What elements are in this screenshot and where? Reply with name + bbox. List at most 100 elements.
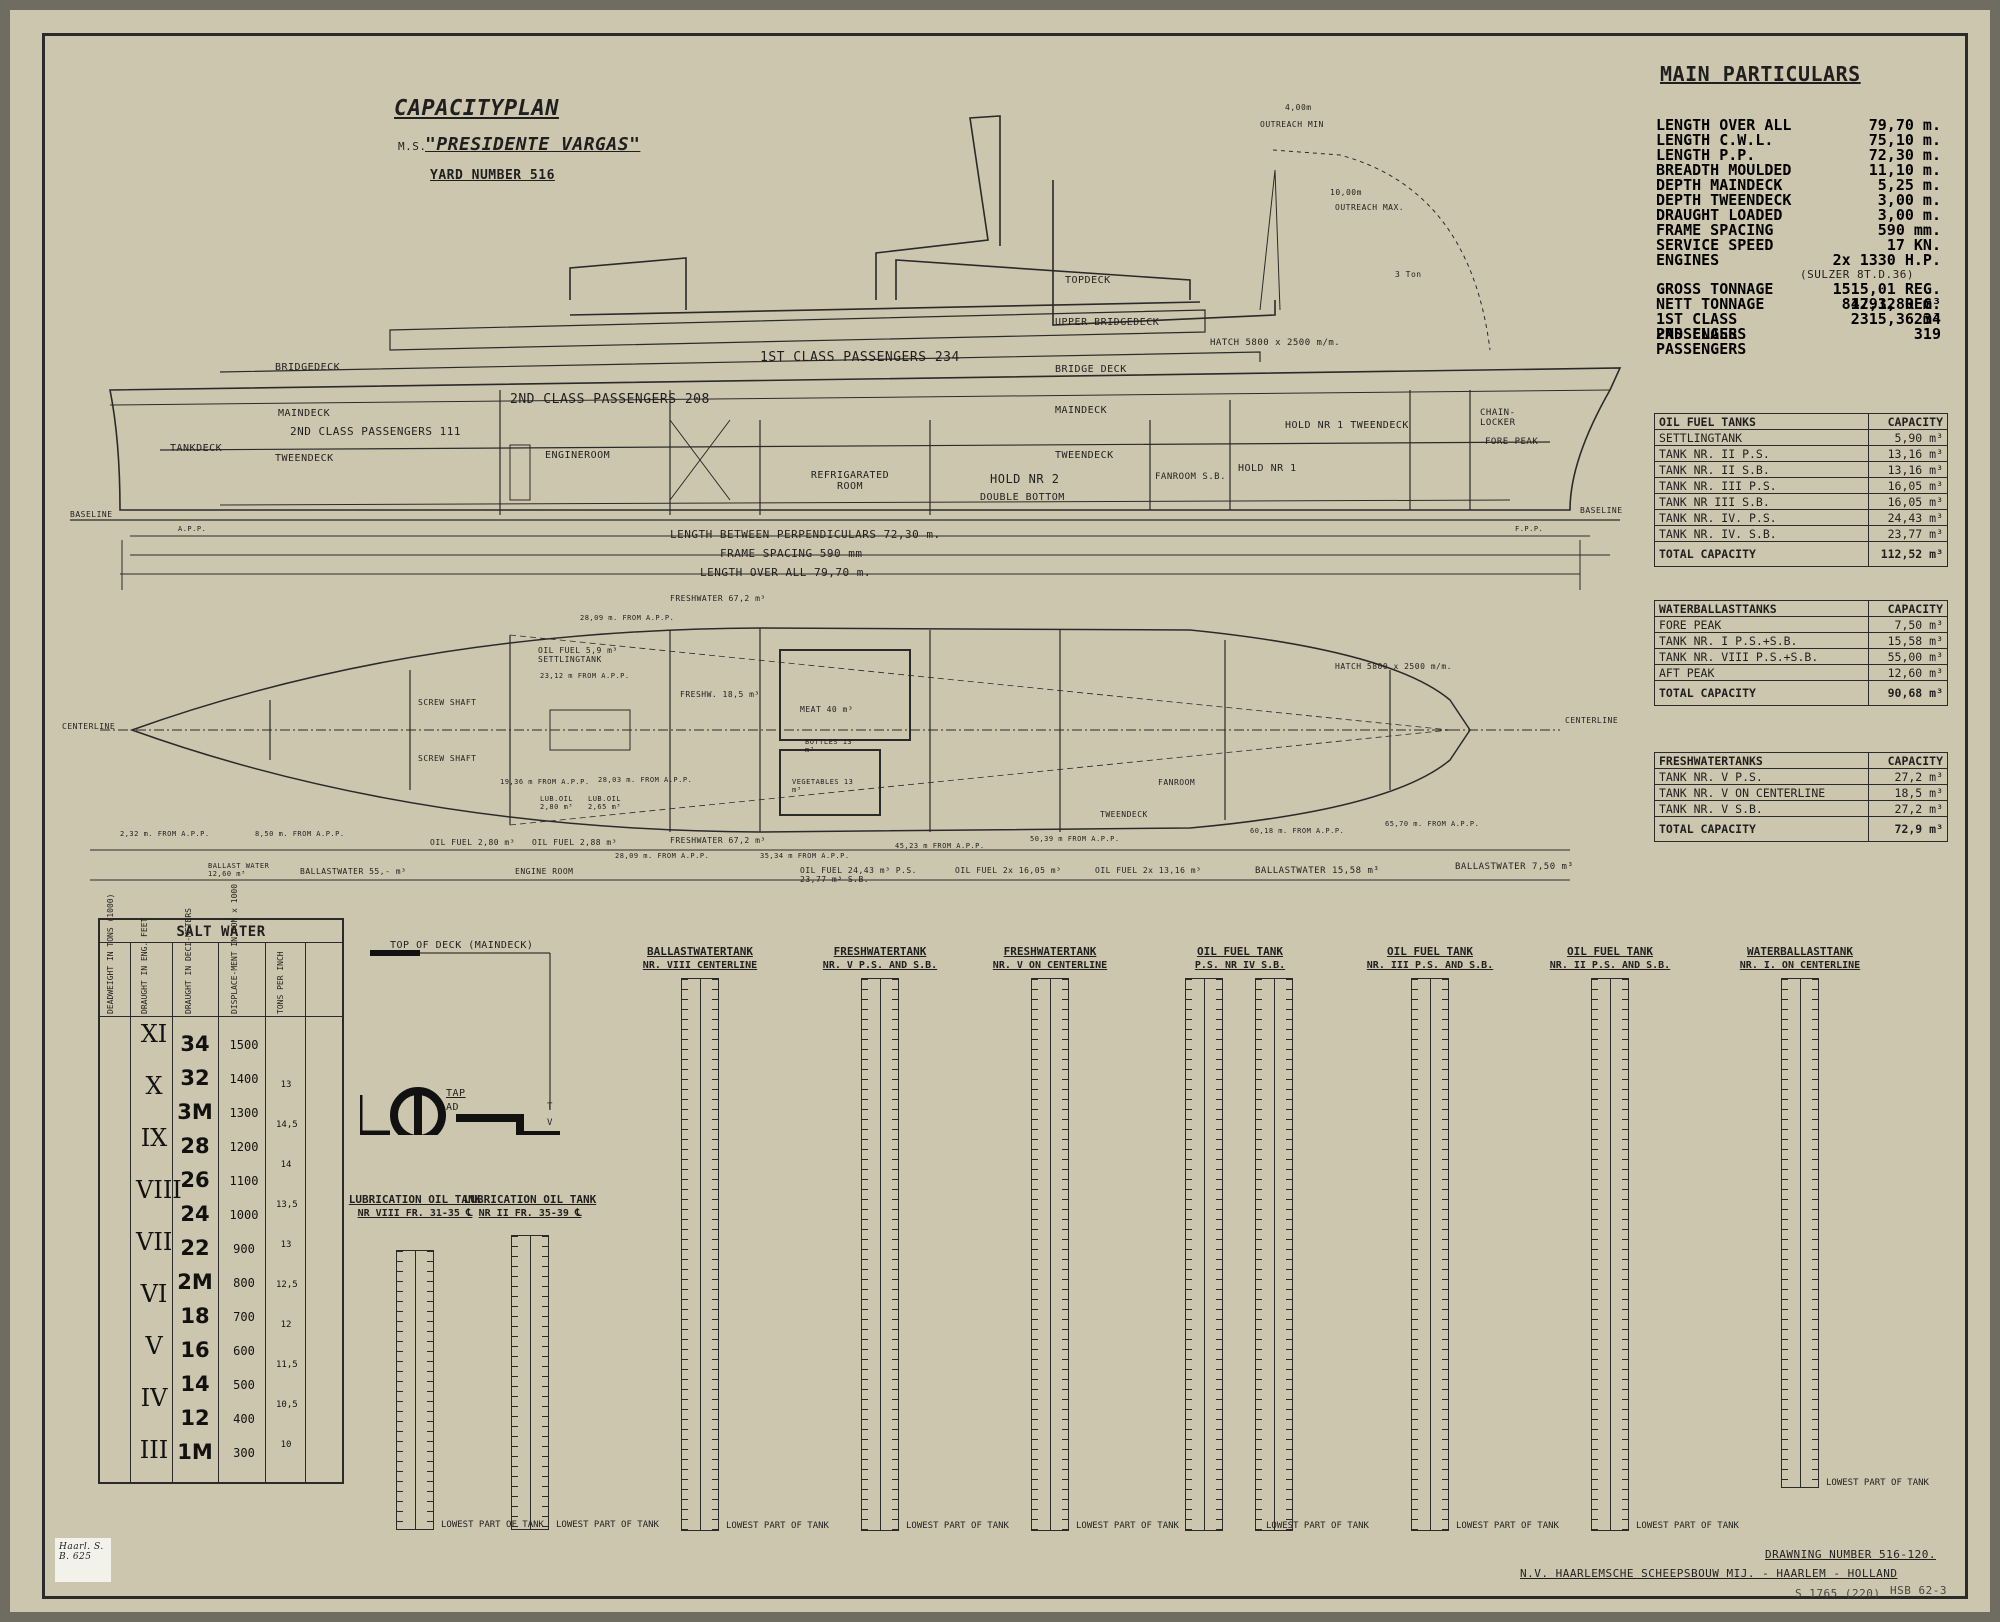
label-from-app-6: 8,50 m. FROM A.P.P. (255, 830, 345, 838)
label-outreach-min-value: 4,00m (1285, 103, 1312, 112)
gauge-column (1185, 978, 1223, 1531)
gauge-center-line (880, 979, 881, 1530)
label-tweendeck-plan: TWEENDECK (1100, 810, 1148, 819)
gauge-center-line (1050, 979, 1051, 1530)
sw-roman-feet: IV (140, 1384, 168, 1412)
main-particular-label: DRAUGHT LOADED (1656, 206, 1783, 224)
freshwater-total-label: TOTAL CAPACITY (1654, 816, 1869, 842)
main-particular-label: BREADTH MOULDED (1656, 161, 1792, 179)
oil-fuel-tank-capacity: 16,05 m³ (1868, 477, 1948, 494)
main-particular-label: DEPTH MAINDECK (1656, 176, 1783, 194)
sw-header-draught-feet: DRAUGHT IN ENG. FEET (140, 917, 149, 1014)
title-ship-name: "PRESIDENTE VARGAS" (425, 134, 641, 155)
gauge-center-line (1274, 979, 1275, 1530)
sw-draught-value: 2M (177, 1270, 213, 1294)
gauge-title: OIL FUEL TANK (1196, 945, 1284, 958)
gauge-column (511, 1235, 549, 1530)
gauge-lowest-part-label: LOWEST PART OF TANK (726, 1521, 829, 1531)
drawing-number: DRAWNING NUMBER 516-120. (1765, 1548, 1936, 1561)
waterballast-tank-capacity: 15,58 m³ (1868, 632, 1948, 649)
sw-tpi-value: 11,5 (276, 1360, 298, 1370)
sw-displacement-value: 600 (233, 1344, 255, 1358)
label-fpp: F.P.P. (1515, 525, 1544, 533)
freshwater-row: TANK NR. V S.B.27,2 m³ (1654, 800, 1948, 817)
gauge-lowest-part-label: LOWEST PART OF TANK (1076, 1521, 1179, 1531)
label-from-app-8: 35,34 m FROM A.P.P. (760, 852, 850, 860)
gauge-column (861, 978, 899, 1531)
sw-displacement-value: 300 (233, 1446, 255, 1460)
sw-draught-value: 18 (180, 1304, 210, 1328)
label-from-app-12: 65,70 m. FROM A.P.P. (1385, 820, 1480, 828)
label-ballastwater-1558: BALLASTWATER 15,58 m³ (1255, 866, 1380, 876)
label-tankdeck: TANKDECK (170, 443, 223, 454)
label-second-class-111: 2ND CLASS PASSENGERS 111 (290, 425, 461, 438)
main-particular-row: LENGTH P.P.72,30 m. (1656, 148, 1941, 163)
sw-roman-feet: VI (140, 1280, 168, 1308)
title-ship-prefix: M.S. (398, 140, 427, 153)
gauge-right-ticks (1442, 979, 1448, 1530)
main-particular-value: 79,70 m. (1868, 116, 1941, 134)
tonnage-particular-label: 1ST CLASS PASSENGERS (1656, 310, 1747, 343)
gauge-subtitle: NR. III P.S. AND S.B. (1366, 960, 1494, 971)
waterballast-header-name: WATERBALLASTTANKS (1654, 600, 1869, 617)
gauge-subtitle: NR VIII FR. 31-35 ℄ (357, 1208, 473, 1219)
gauge-center-line (415, 1251, 416, 1529)
oil-fuel-tank-name: TANK NR III S.B. (1654, 493, 1869, 510)
sw-displacement-value: 400 (233, 1412, 255, 1426)
label-hatch-plan: HATCH 5800 x 2500 m/m. (1335, 662, 1452, 671)
sw-displacement-value: 800 (233, 1276, 255, 1290)
gauge-column (1031, 978, 1069, 1531)
freshwater-row: TANK NR. V P.S.27,2 m³ (1654, 768, 1948, 785)
main-particular-value: 11,10 m. (1868, 161, 1941, 179)
label-ballastwater-55: BALLASTWATER 55,- m³ (300, 867, 407, 876)
label-lub-oil-2: LUB.OIL 2,65 m³ (588, 795, 622, 811)
gauge-center-line (1204, 979, 1205, 1530)
archive-sticker-text: Haarl. S. B. 625 (59, 1542, 104, 1562)
freshwater-tank-name: TANK NR. V S.B. (1654, 800, 1869, 817)
main-particular-row: LENGTH C.W.L.75,10 m. (1656, 133, 1941, 148)
oil-fuel-tank-name: TANK NR. IV. S.B. (1654, 525, 1869, 542)
gauge-center-line (1800, 979, 1801, 1487)
label-engineroom: ENGINEROOM (545, 450, 611, 461)
gauge-lowest-part-label: LOWEST PART OF TANK (1826, 1478, 1929, 1488)
gauge-right-ticks (427, 1251, 433, 1529)
archive-ref-1: S 1765 (220) (1795, 1587, 1881, 1600)
sw-tpi-value: 14 (280, 1160, 292, 1170)
label-second-class-208: 2ND CLASS PASSENGERS 208 (510, 392, 710, 407)
sw-displacement-value: 700 (233, 1310, 255, 1324)
label-outreach-min: OUTREACH MIN (1260, 120, 1324, 129)
sw-displacement-value: 1300 (229, 1106, 259, 1120)
label-lub-oil-1: LUB.OIL 2,80 m³ (540, 795, 574, 811)
sw-tpi-value: 10,5 (276, 1400, 298, 1410)
title-yard-number: YARD NUMBER 516 (430, 168, 555, 183)
archive-sticker: Haarl. S. B. 625 (55, 1538, 111, 1582)
oil-fuel-tank-name: TANK NR. III P.S. (1654, 477, 1869, 494)
salt-water-title: SALT WATER (176, 924, 266, 940)
main-particular-label: DEPTH TWEENDECK (1656, 191, 1792, 209)
gauge-column (1781, 978, 1819, 1488)
sw-roman-feet: V (145, 1332, 163, 1360)
label-screw-shaft-2: SCREW SHAFT (418, 754, 477, 763)
profile-lines (70, 115, 1622, 590)
label-oil-fuel-ps: OIL FUEL 24,43 m³ P.S. 23,77 m³ S.B. (800, 866, 917, 884)
label-maindeck-aft: MAINDECK (278, 408, 331, 419)
gauge-subtitle: NR. II P.S. AND S.B. (1549, 960, 1671, 971)
label-vegetables: VEGETABLES 13 m³ (792, 778, 854, 794)
gauge-subtitle: NR. V ON CENTERLINE (992, 960, 1108, 971)
label-from-app-2: 23,12 m FROM A.P.P. (540, 672, 630, 680)
plan-outline (129, 627, 1471, 833)
sw-draught-value: 28 (180, 1134, 210, 1158)
tonnage-particular-label: 2ND CLASS PASSENGERS (1656, 325, 1747, 358)
hull-outline (109, 367, 1622, 511)
sw-tpi-value: 14,5 (276, 1120, 298, 1130)
label-oil-fuel-settling: OIL FUEL 5,9 m³ SETTLINGTANK (538, 646, 618, 664)
gauge-right-ticks (892, 979, 898, 1530)
